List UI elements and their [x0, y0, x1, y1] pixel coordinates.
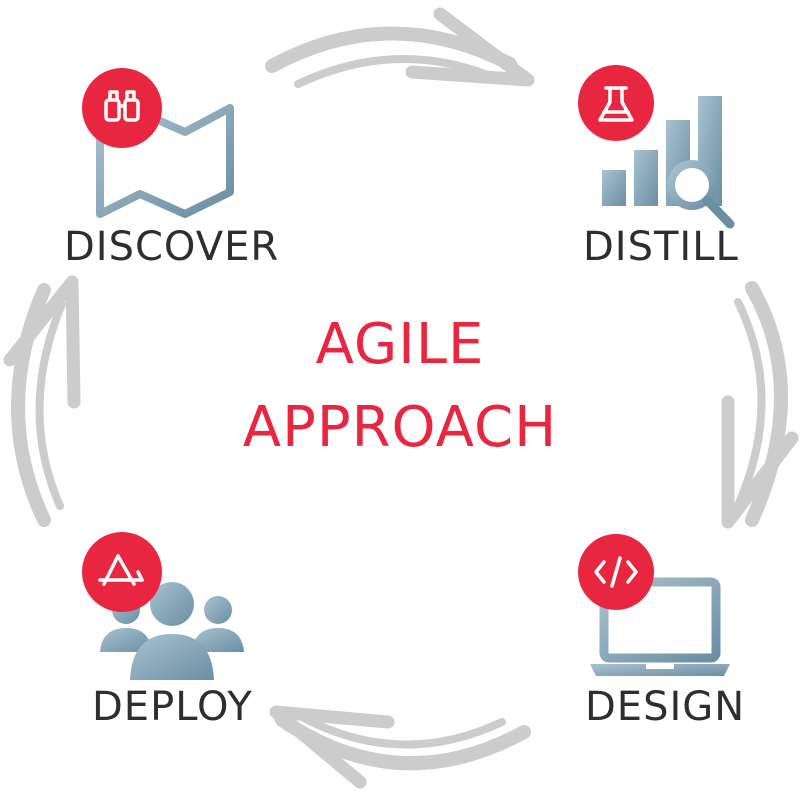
stage-label-distill: DISTILL: [583, 224, 739, 270]
code-icon: [578, 534, 654, 610]
arrow-top: [265, 7, 535, 88]
bar-chart-magnifier-icon: [602, 96, 735, 229]
arrow-bottom: [269, 705, 531, 789]
stage-label-design: DESIGN: [585, 684, 746, 730]
arrow-left: [3, 275, 81, 527]
app-store-icon: [82, 532, 162, 612]
team-icon: [100, 582, 244, 680]
laptop-icon: [590, 577, 730, 676]
arrow-right: [721, 281, 799, 529]
flask-icon: [578, 65, 654, 141]
stage-label-deploy: DEPLOY: [92, 684, 253, 730]
center-title-line-2: APPROACH: [242, 395, 558, 460]
binoculars-icon: [82, 68, 162, 148]
stage-label-discover: DISCOVER: [64, 224, 280, 270]
center-title-line-1: AGILE: [315, 312, 485, 377]
